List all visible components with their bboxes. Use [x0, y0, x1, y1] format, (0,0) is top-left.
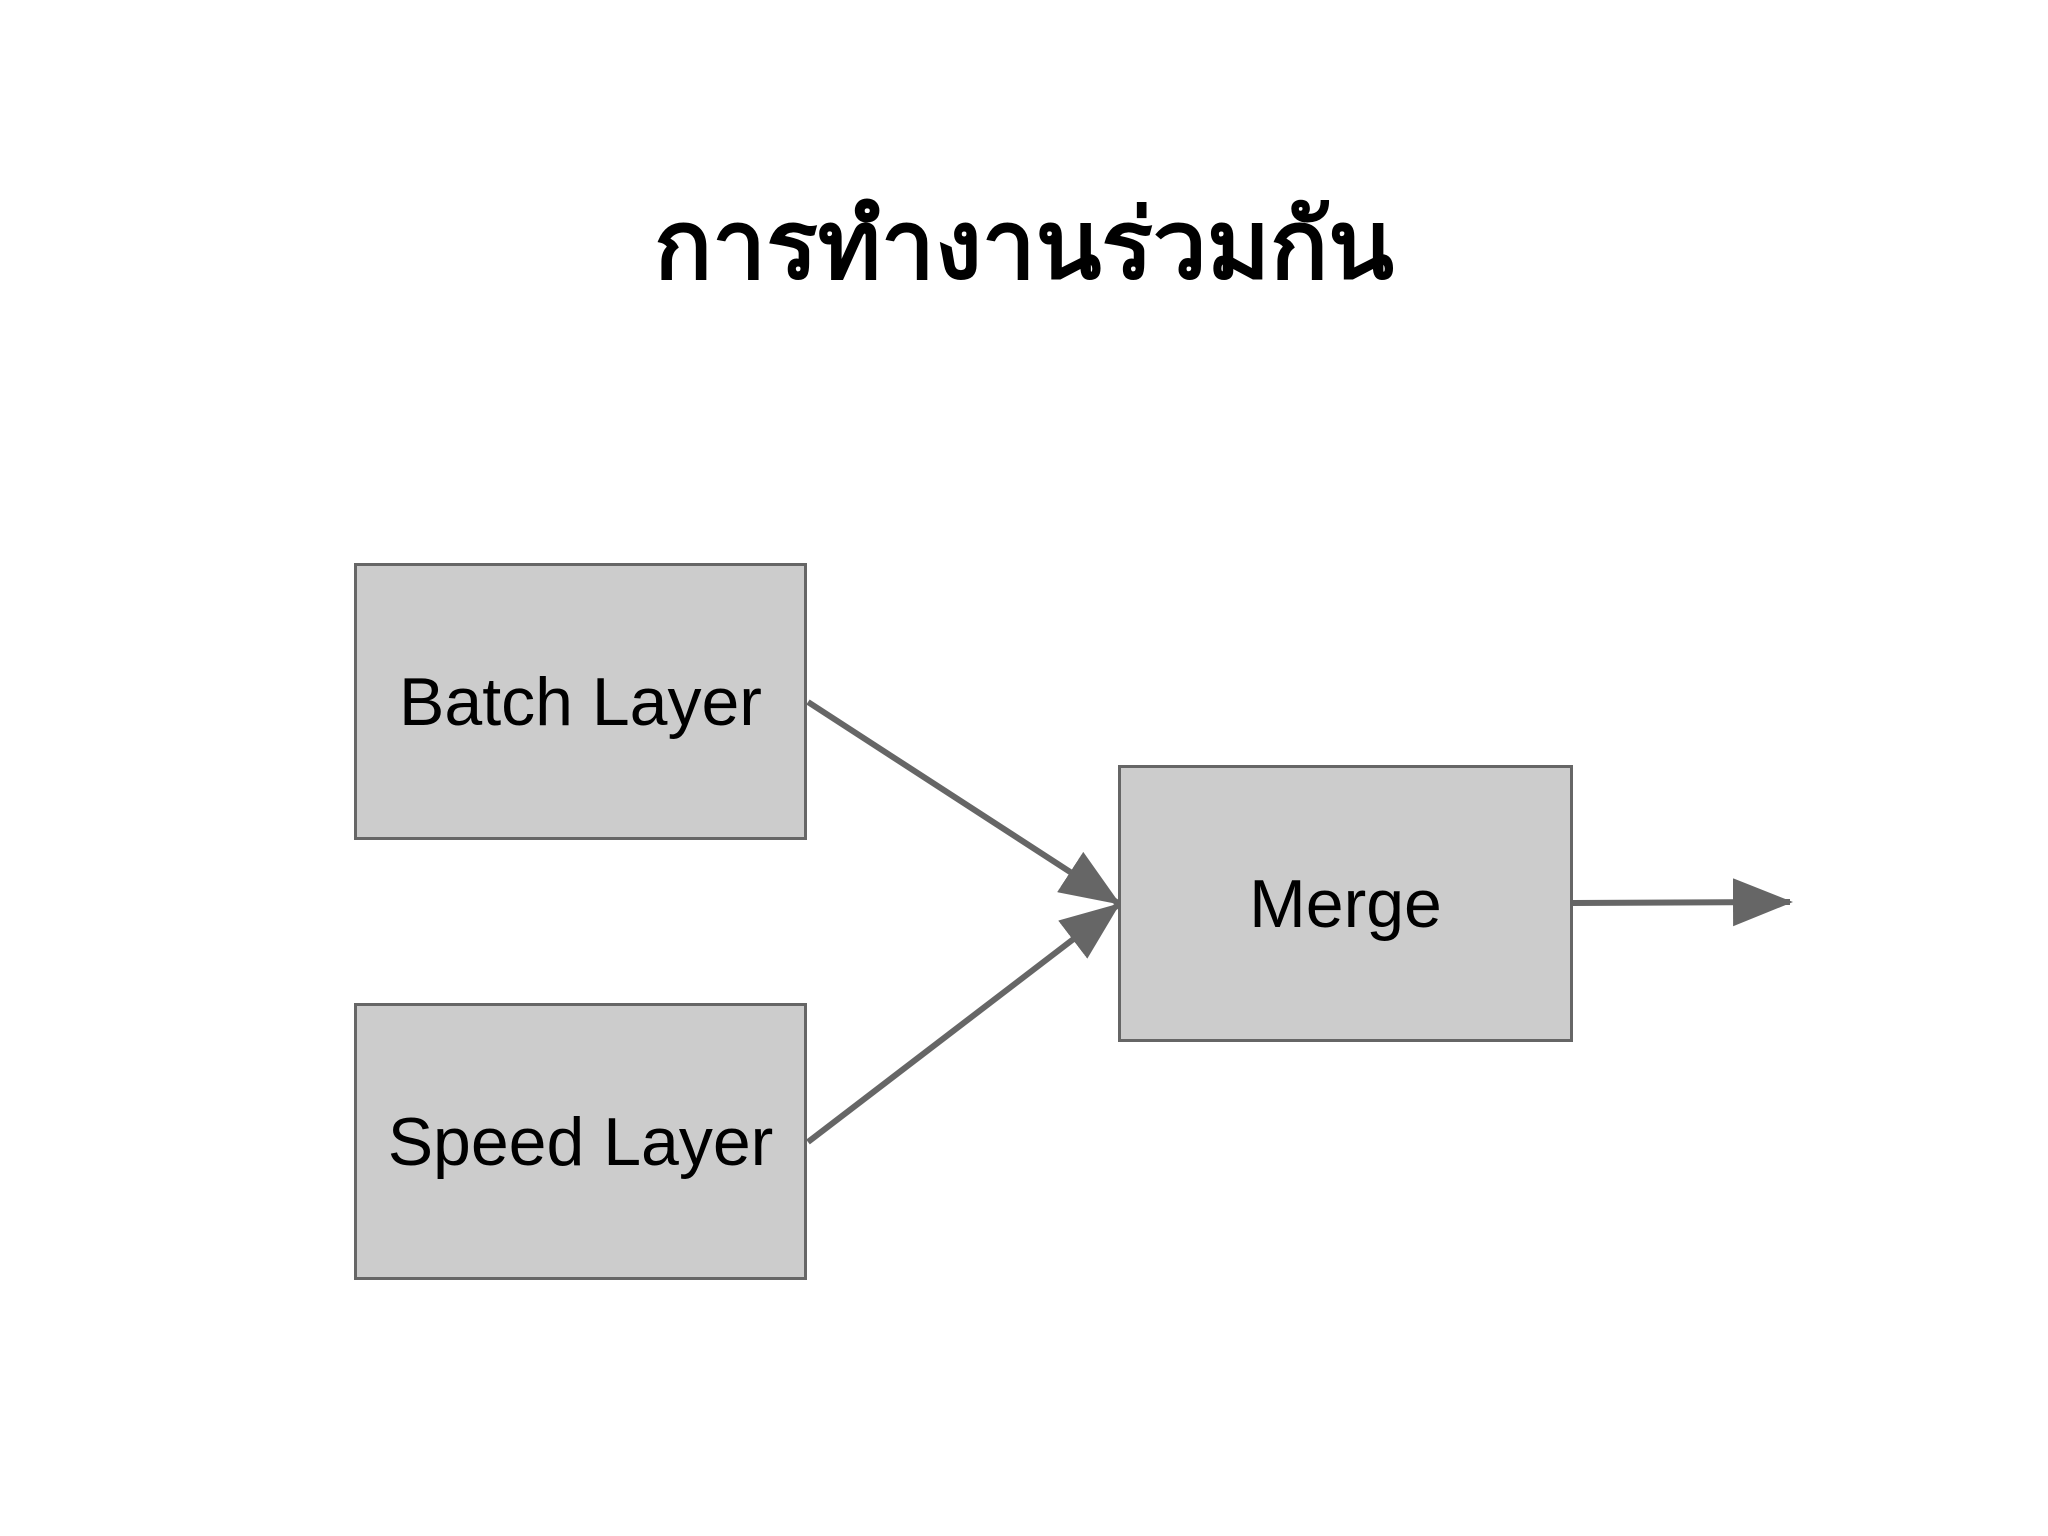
arrow-batch-to-merge — [806, 699, 1121, 906]
speed-layer-label: Speed Layer — [387, 1103, 774, 1180]
batch-layer-box: Batch Layer — [354, 563, 807, 840]
arrow-speed-to-merge — [806, 902, 1121, 1145]
slide-title: การทำงานร่วมกัน — [654, 189, 1394, 301]
speed-layer-box: Speed Layer — [354, 1003, 807, 1280]
arrow-merge-output — [1572, 878, 1793, 927]
merge-box: Merge — [1118, 765, 1573, 1042]
batch-layer-label: Batch Layer — [399, 663, 762, 740]
merge-label: Merge — [1249, 865, 1442, 942]
